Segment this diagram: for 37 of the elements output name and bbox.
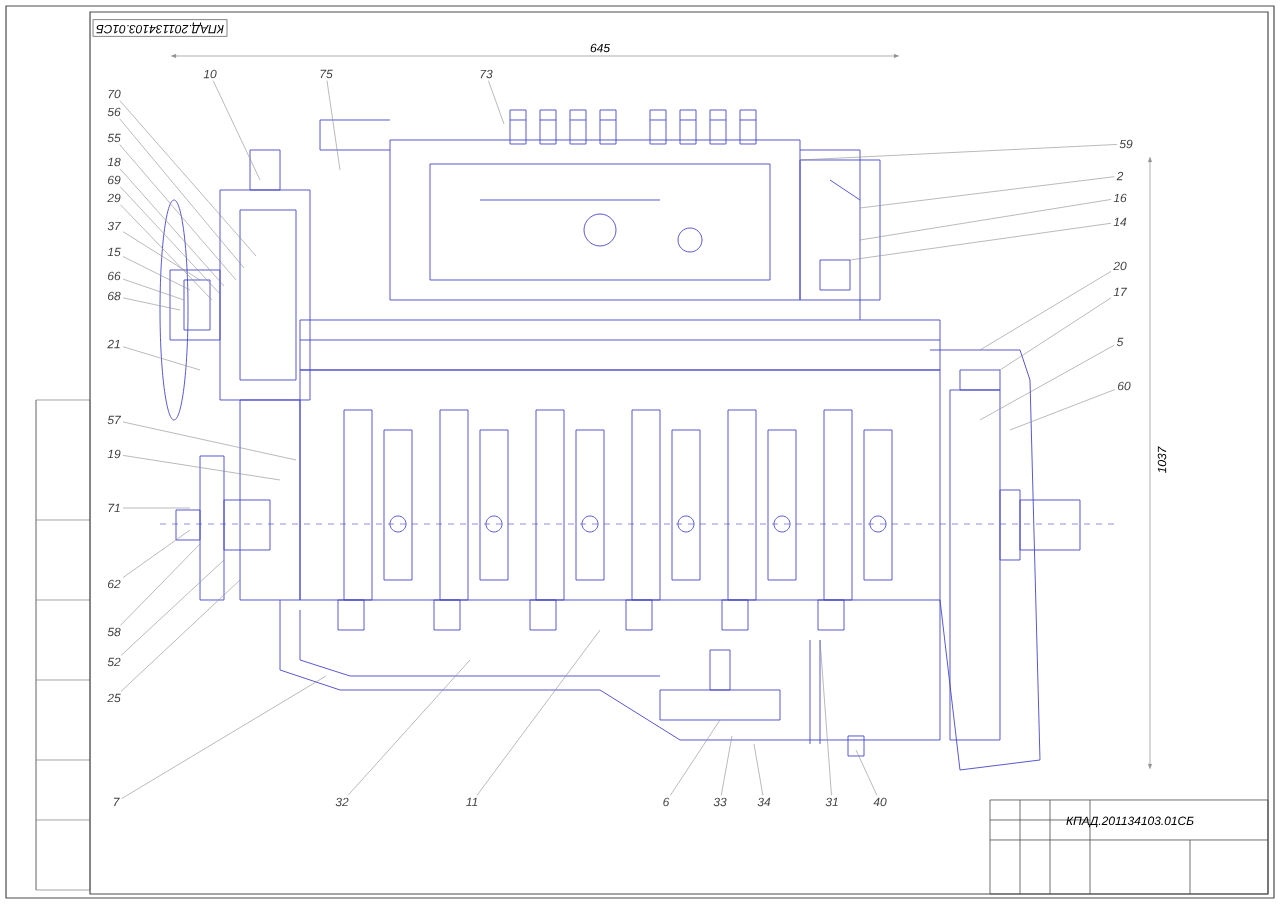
leader-line <box>120 579 241 692</box>
leader-line <box>122 455 281 481</box>
leader-line <box>122 231 201 281</box>
leader-line <box>212 80 261 181</box>
leader-line <box>121 675 327 799</box>
leader-line <box>122 507 191 509</box>
leader-line <box>753 743 764 796</box>
leader-line <box>670 719 721 796</box>
leader-line <box>120 204 213 301</box>
leader-line <box>122 297 181 311</box>
leader-line <box>122 278 185 301</box>
leader-line <box>119 144 237 281</box>
leader-line <box>119 186 221 295</box>
leader-line <box>119 168 225 287</box>
leader-line <box>120 543 201 626</box>
leader-line <box>326 80 341 171</box>
leader-line <box>122 421 297 461</box>
leader-line <box>859 199 1112 241</box>
leader-line <box>120 559 225 656</box>
leader-line <box>122 346 201 371</box>
leader-line <box>999 297 1112 371</box>
leader-line <box>488 80 505 125</box>
leader-line <box>849 222 1112 261</box>
leader-line <box>122 529 191 578</box>
leader-line <box>859 176 1115 209</box>
leader-line <box>979 344 1115 421</box>
leader-line <box>119 100 257 257</box>
leader-line <box>979 271 1112 351</box>
leader-line <box>720 735 733 796</box>
leader-line <box>122 256 191 291</box>
leader-line <box>819 639 832 796</box>
leader-line <box>119 118 245 269</box>
leader-line <box>855 749 878 796</box>
leader-line <box>799 144 1118 161</box>
leader-line <box>476 629 601 796</box>
leader-line <box>347 659 471 796</box>
leader-line <box>1009 389 1116 431</box>
